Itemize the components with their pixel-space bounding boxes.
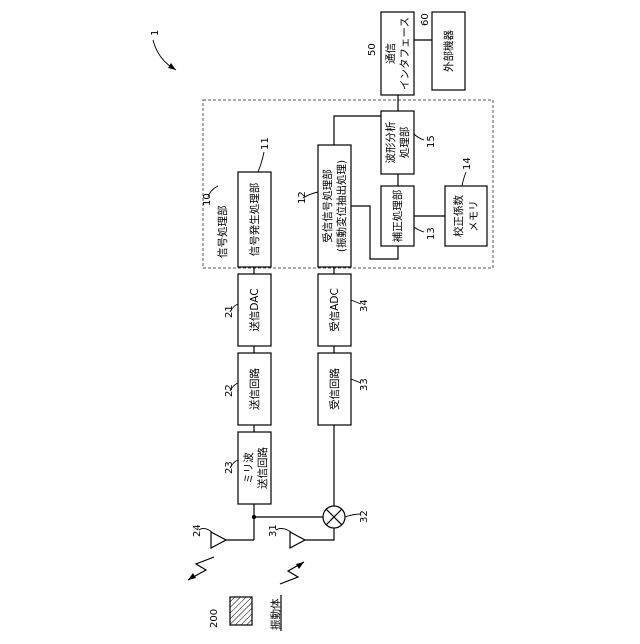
external-device-ref: 60 <box>420 13 431 26</box>
waveform-analysis-label-2: 処理部 <box>398 127 411 159</box>
external-device-label: 外部機器 <box>442 30 455 72</box>
signal-generation-ref: 11 <box>260 137 271 150</box>
leader-13 <box>414 227 424 232</box>
rx-adc-ref: 34 <box>359 299 370 312</box>
rx-antenna-ref: 31 <box>268 524 279 537</box>
comm-interface-label-1: 通信 <box>385 43 397 64</box>
comm-interface-ref: 50 <box>367 43 378 56</box>
calibration-memory-ref: 14 <box>462 157 473 170</box>
waveform-analysis-ref: 15 <box>426 135 437 148</box>
wire-15-12 <box>334 116 381 145</box>
mmwave-tx-label-1: ミリ波 <box>242 452 255 484</box>
mixer-ref: 32 <box>359 510 370 523</box>
rx-antenna-icon <box>290 532 305 548</box>
rx-signal-processing-label-1: 受信信号処理部 <box>321 169 334 243</box>
tx-antenna-ref: 24 <box>192 524 203 537</box>
rx-signal-processing-label-2: (振動変位抽出処理) <box>335 160 348 252</box>
leader-11 <box>258 152 264 172</box>
mmwave-tx-label-2: 送信回路 <box>256 447 269 489</box>
comm-interface-label-2: インタフェース <box>399 17 411 90</box>
junction-dot <box>252 515 256 519</box>
vibrating-body-ref: 200 <box>209 609 220 628</box>
waveform-analysis-label-1: 波形分析 <box>384 121 397 163</box>
calibration-memory-label-2: メモリ <box>468 200 480 232</box>
tx-circuit-label: 送信回路 <box>248 368 261 410</box>
signal-generation-label: 信号発生処理部 <box>248 183 261 257</box>
rx-circuit-ref: 33 <box>359 378 370 391</box>
leader-15 <box>414 134 424 140</box>
correction-ref: 13 <box>426 227 437 240</box>
wire-mixer-antenna <box>305 528 334 540</box>
signal-processing-unit-label: 信号処理部 <box>216 206 229 259</box>
leader-14 <box>462 172 466 186</box>
vibrating-body-label: 振動体 <box>269 598 282 630</box>
rx-signal-processing-ref: 12 <box>297 191 308 204</box>
signal-processing-unit-ref: 10 <box>202 193 213 206</box>
rx-circuit-label: 受信回路 <box>328 368 341 410</box>
correction-label: 補正処理部 <box>391 190 404 243</box>
rx-adc-label: 受信ADC <box>329 288 341 332</box>
tx-antenna-icon <box>211 532 226 548</box>
vibrating-body-icon <box>230 597 252 625</box>
tx-dac-label: 送信DAC <box>248 288 261 331</box>
rx-wave-arrow-head <box>296 562 304 569</box>
calibration-memory-label-1: 校正係数 <box>452 195 465 237</box>
calibration-memory-block <box>445 186 487 246</box>
tx-wave-arrow-head <box>188 573 196 580</box>
system-ref-arrow-head <box>168 63 176 70</box>
system-ref: 1 <box>150 30 161 36</box>
